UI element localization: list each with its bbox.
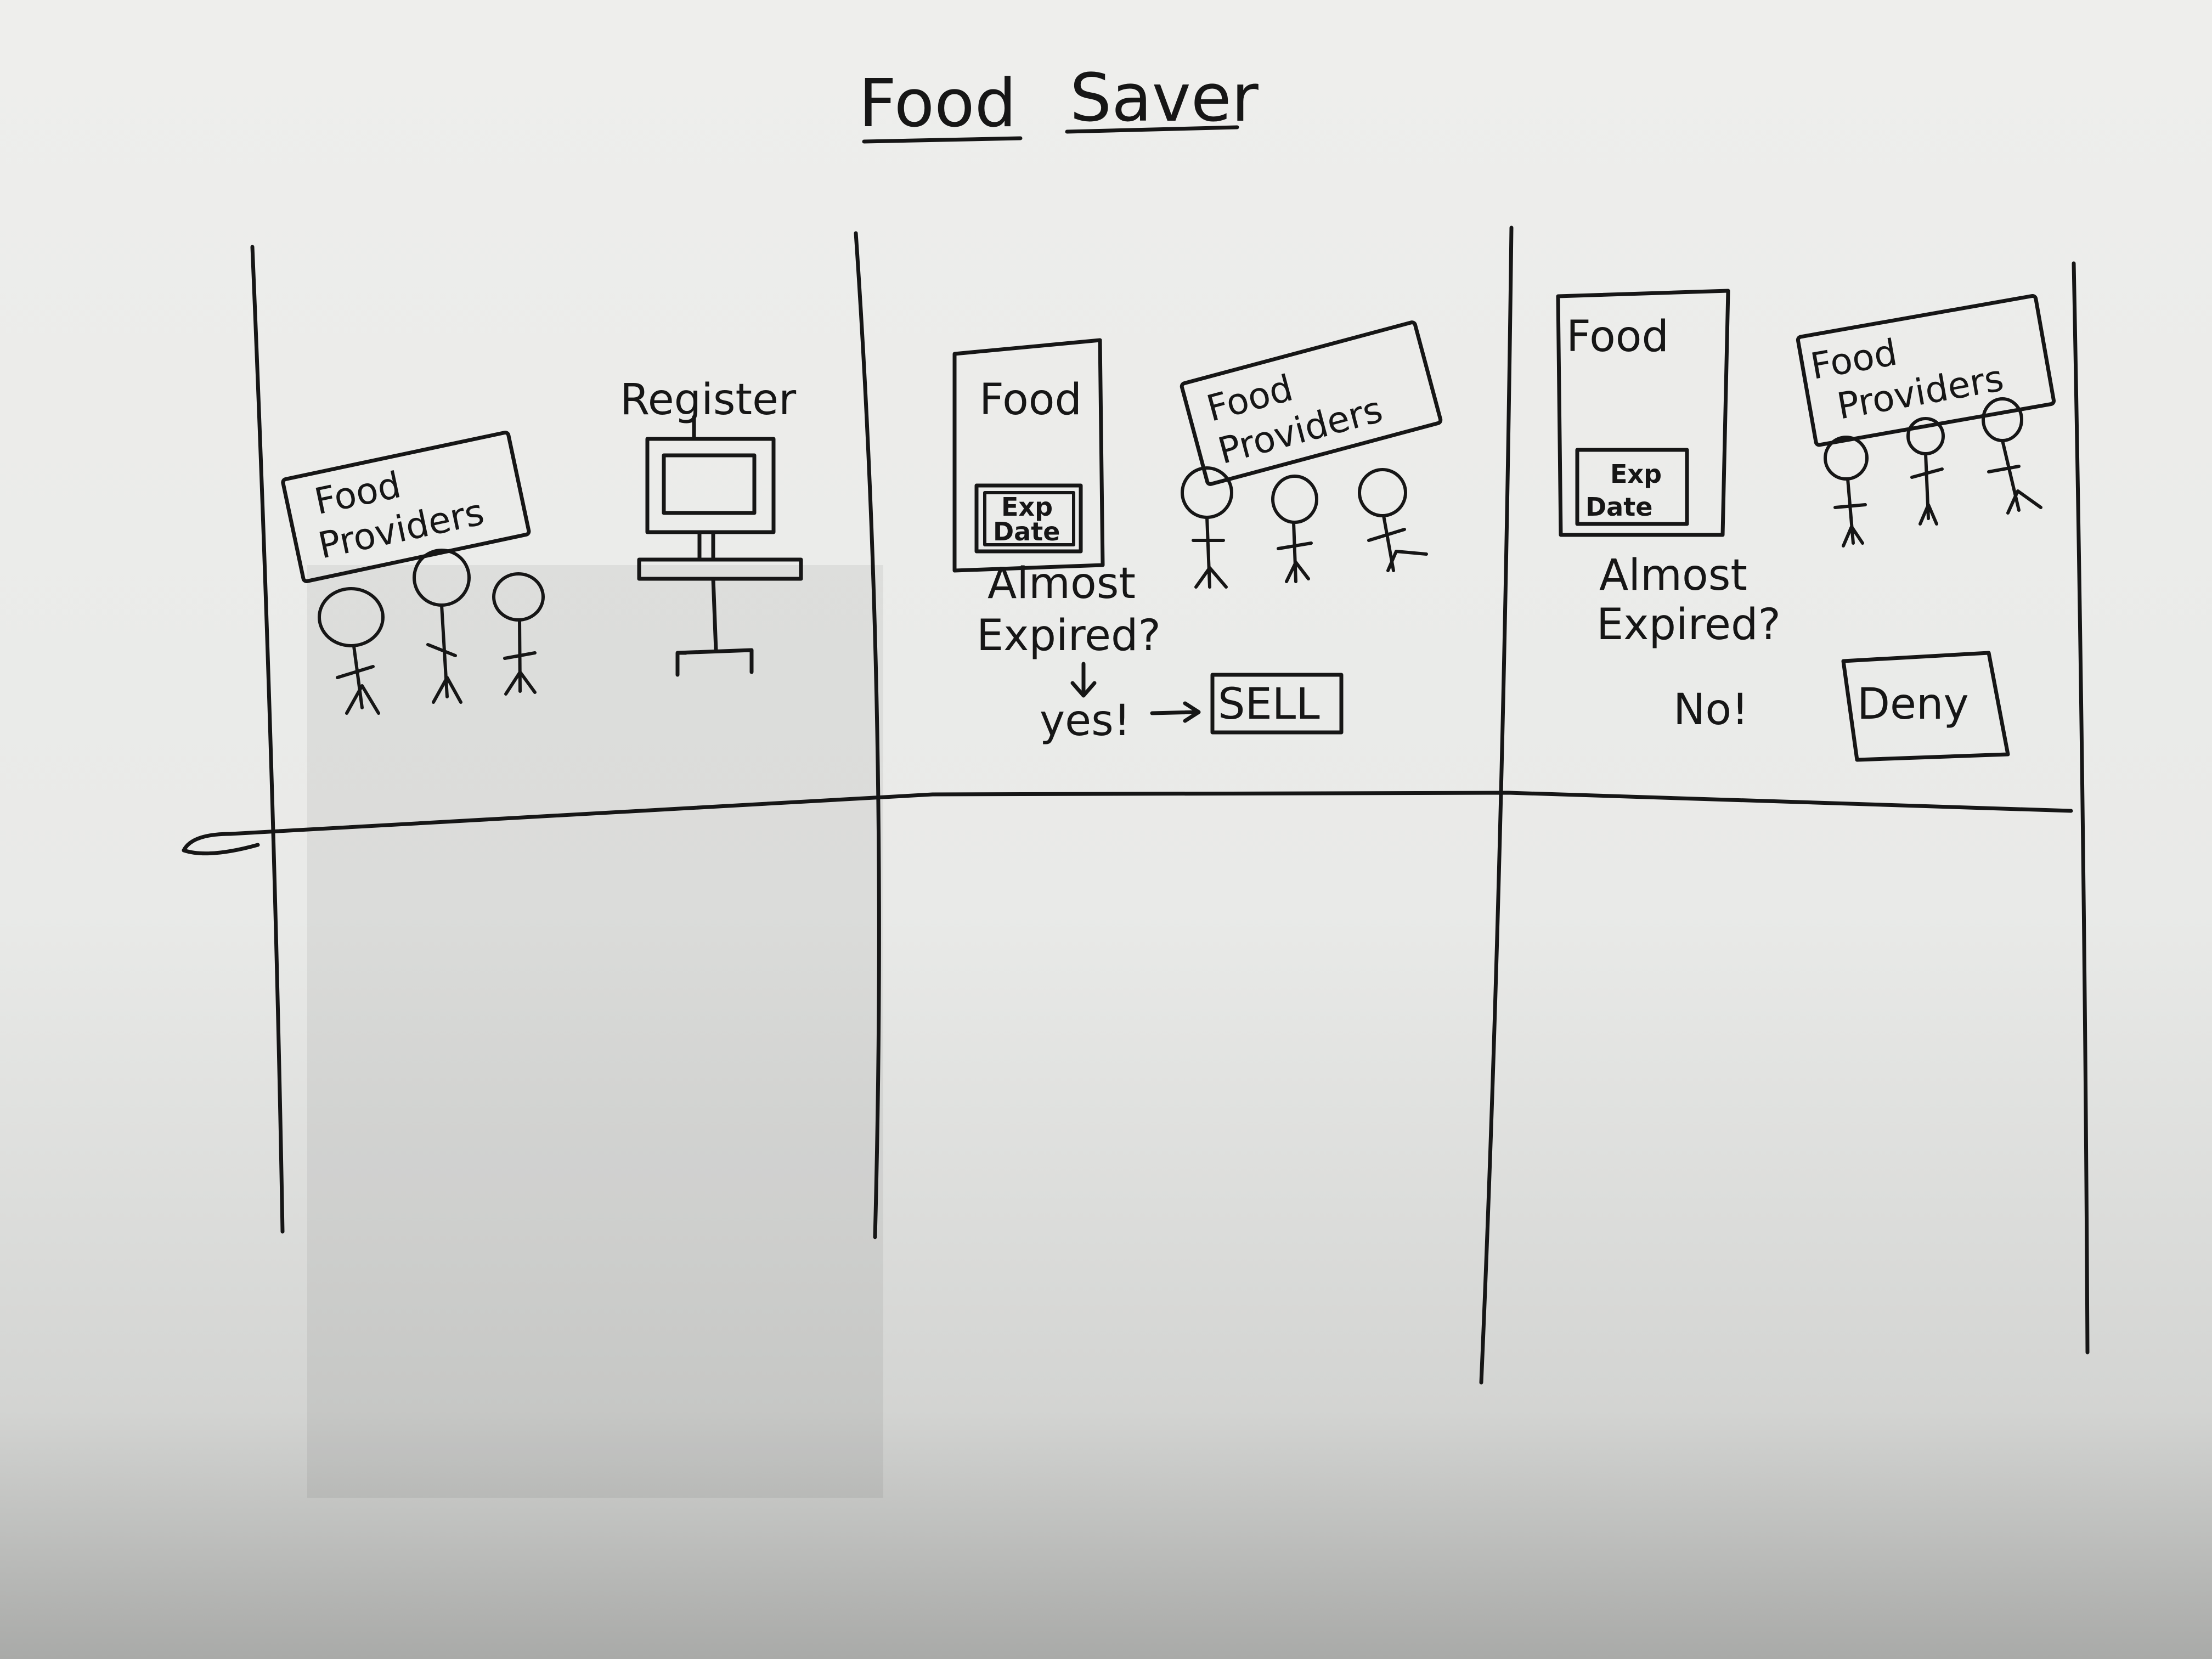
grid-line-horizontal [182,791,2073,853]
title-underline-2 [1065,125,1239,134]
providers-sign-3: Food Providers [1796,294,2056,447]
stick-figure-2b [1271,475,1318,583]
sell-box [1210,673,1344,735]
panel-3: Food Exp Date Food Providers Almost Expi… [1556,289,2056,762]
register-label: Register [620,375,797,425]
exp-label-2-line2: Date [993,517,1060,546]
exp-label-3-line2: Date [1585,492,1652,522]
deny-box-label: Deny [1857,680,1969,729]
question-3-line1: Almost [1599,551,1747,600]
stick-figure-3a [1824,436,1869,548]
answer-no: No! [1673,685,1748,735]
question-2-line2: Expired? [977,611,1161,661]
question-3-line2: Expired? [1596,600,1781,650]
stick-figure-3b [1906,417,1945,526]
providers-sign-2: Food Providers [1180,320,1443,486]
stick-figure-1a [318,587,385,715]
stick-figure-1c [492,572,545,696]
question-2-line1: Almost [988,559,1136,608]
answer-yes: yes! [1040,696,1131,746]
food-card-2-label: Food [979,375,1082,425]
exp-label-3-line1: Exp [1610,459,1662,489]
food-card-2: Food Exp Date [952,338,1105,573]
grid-line-right [2072,261,2090,1355]
stick-figure-2a [1181,466,1233,589]
grid-line-hook [182,843,260,856]
providers-sign-1: Food Providers [281,430,531,583]
arrow-down-icon [1070,662,1097,698]
bleed-through-marks [307,565,883,1498]
arrow-right-icon [1150,701,1201,723]
panel-2: Food Exp Date Food Providers Almost Expi… [952,320,1443,746]
deny-box [1841,651,2010,762]
stick-figure-3c [1982,397,2042,515]
food-card-3: Food Exp Date [1556,289,1730,537]
sell-box-label: SELL [1218,680,1320,729]
grid-line-left [250,245,285,1234]
title-underline-1 [862,136,1023,144]
exp-label-2-line1: Exp [1001,492,1053,522]
register-icon [637,415,803,677]
title-word-2: Saver [1070,60,1259,137]
title-word-1: Food [859,66,1017,142]
grid-line-2 [854,231,881,1239]
grid-line-3 [1479,225,1514,1385]
food-card-3-label: Food [1566,312,1669,362]
stick-figure-1b [413,549,471,704]
stick-figure-2c [1358,468,1428,572]
